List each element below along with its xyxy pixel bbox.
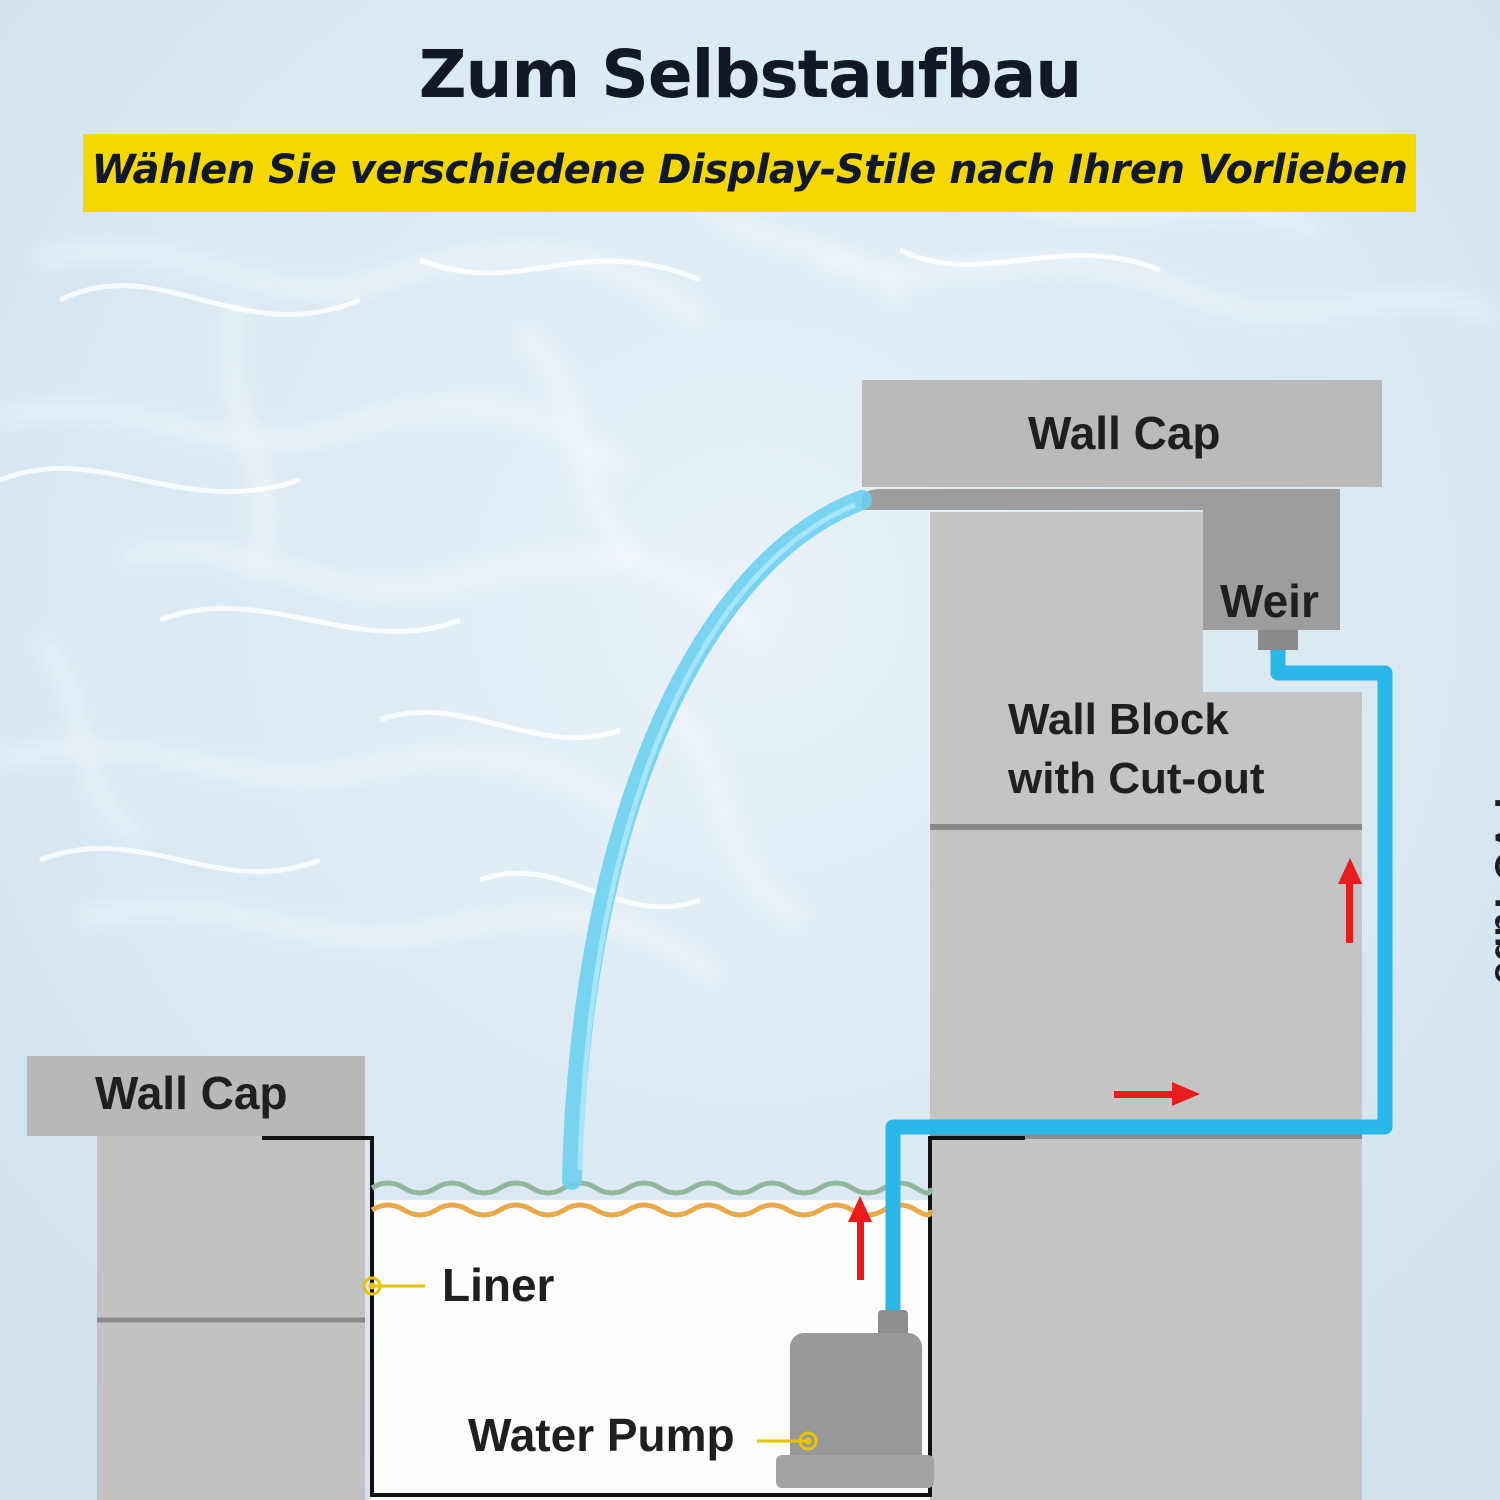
callout-water-pump bbox=[757, 1431, 818, 1451]
water-wave-green bbox=[370, 1180, 933, 1196]
page-subtitle: Wählen Sie verschiedene Display-Stile na… bbox=[91, 147, 1408, 193]
label-liner: Liner bbox=[442, 1259, 555, 1311]
water-wave-orange bbox=[370, 1202, 933, 1218]
pump-base bbox=[776, 1455, 934, 1488]
label-weir: Weir bbox=[1220, 575, 1319, 627]
weir-outlet bbox=[1258, 630, 1298, 650]
weir-body bbox=[862, 489, 1340, 630]
label-wall-block-cut-out: with Cut-out bbox=[1008, 754, 1265, 803]
liner-outline bbox=[262, 1136, 1025, 1497]
left-wall bbox=[27, 1056, 365, 1500]
callout-liner bbox=[362, 1276, 425, 1296]
page-title: Zum Selbstaufbau bbox=[418, 36, 1083, 113]
right-wall-cap bbox=[862, 380, 1382, 487]
pump-outlet bbox=[878, 1310, 908, 1340]
pump-body bbox=[790, 1333, 922, 1473]
pvc-tube bbox=[885, 650, 1393, 1320]
label-wall-cap-right: Wall Cap bbox=[1028, 407, 1221, 459]
label-water-pump: Water Pump bbox=[468, 1409, 735, 1461]
label-pvc-tube: PVC Tube bbox=[1486, 797, 1500, 984]
water-arc-highlight bbox=[577, 502, 856, 1171]
flow-arrow-right bbox=[1114, 1082, 1200, 1106]
water-pump bbox=[776, 1310, 934, 1488]
flow-arrows bbox=[848, 858, 1362, 1280]
flow-arrow-up-wall bbox=[1338, 858, 1362, 943]
subtitle-banner bbox=[83, 134, 1416, 212]
label-wall-block: Wall Block bbox=[1008, 695, 1229, 744]
right-wall bbox=[862, 380, 1382, 1500]
left-wall-cap bbox=[27, 1056, 365, 1136]
label-wall-cap-left: Wall Cap bbox=[95, 1067, 288, 1119]
flow-arrow-up-pump bbox=[848, 1196, 872, 1280]
